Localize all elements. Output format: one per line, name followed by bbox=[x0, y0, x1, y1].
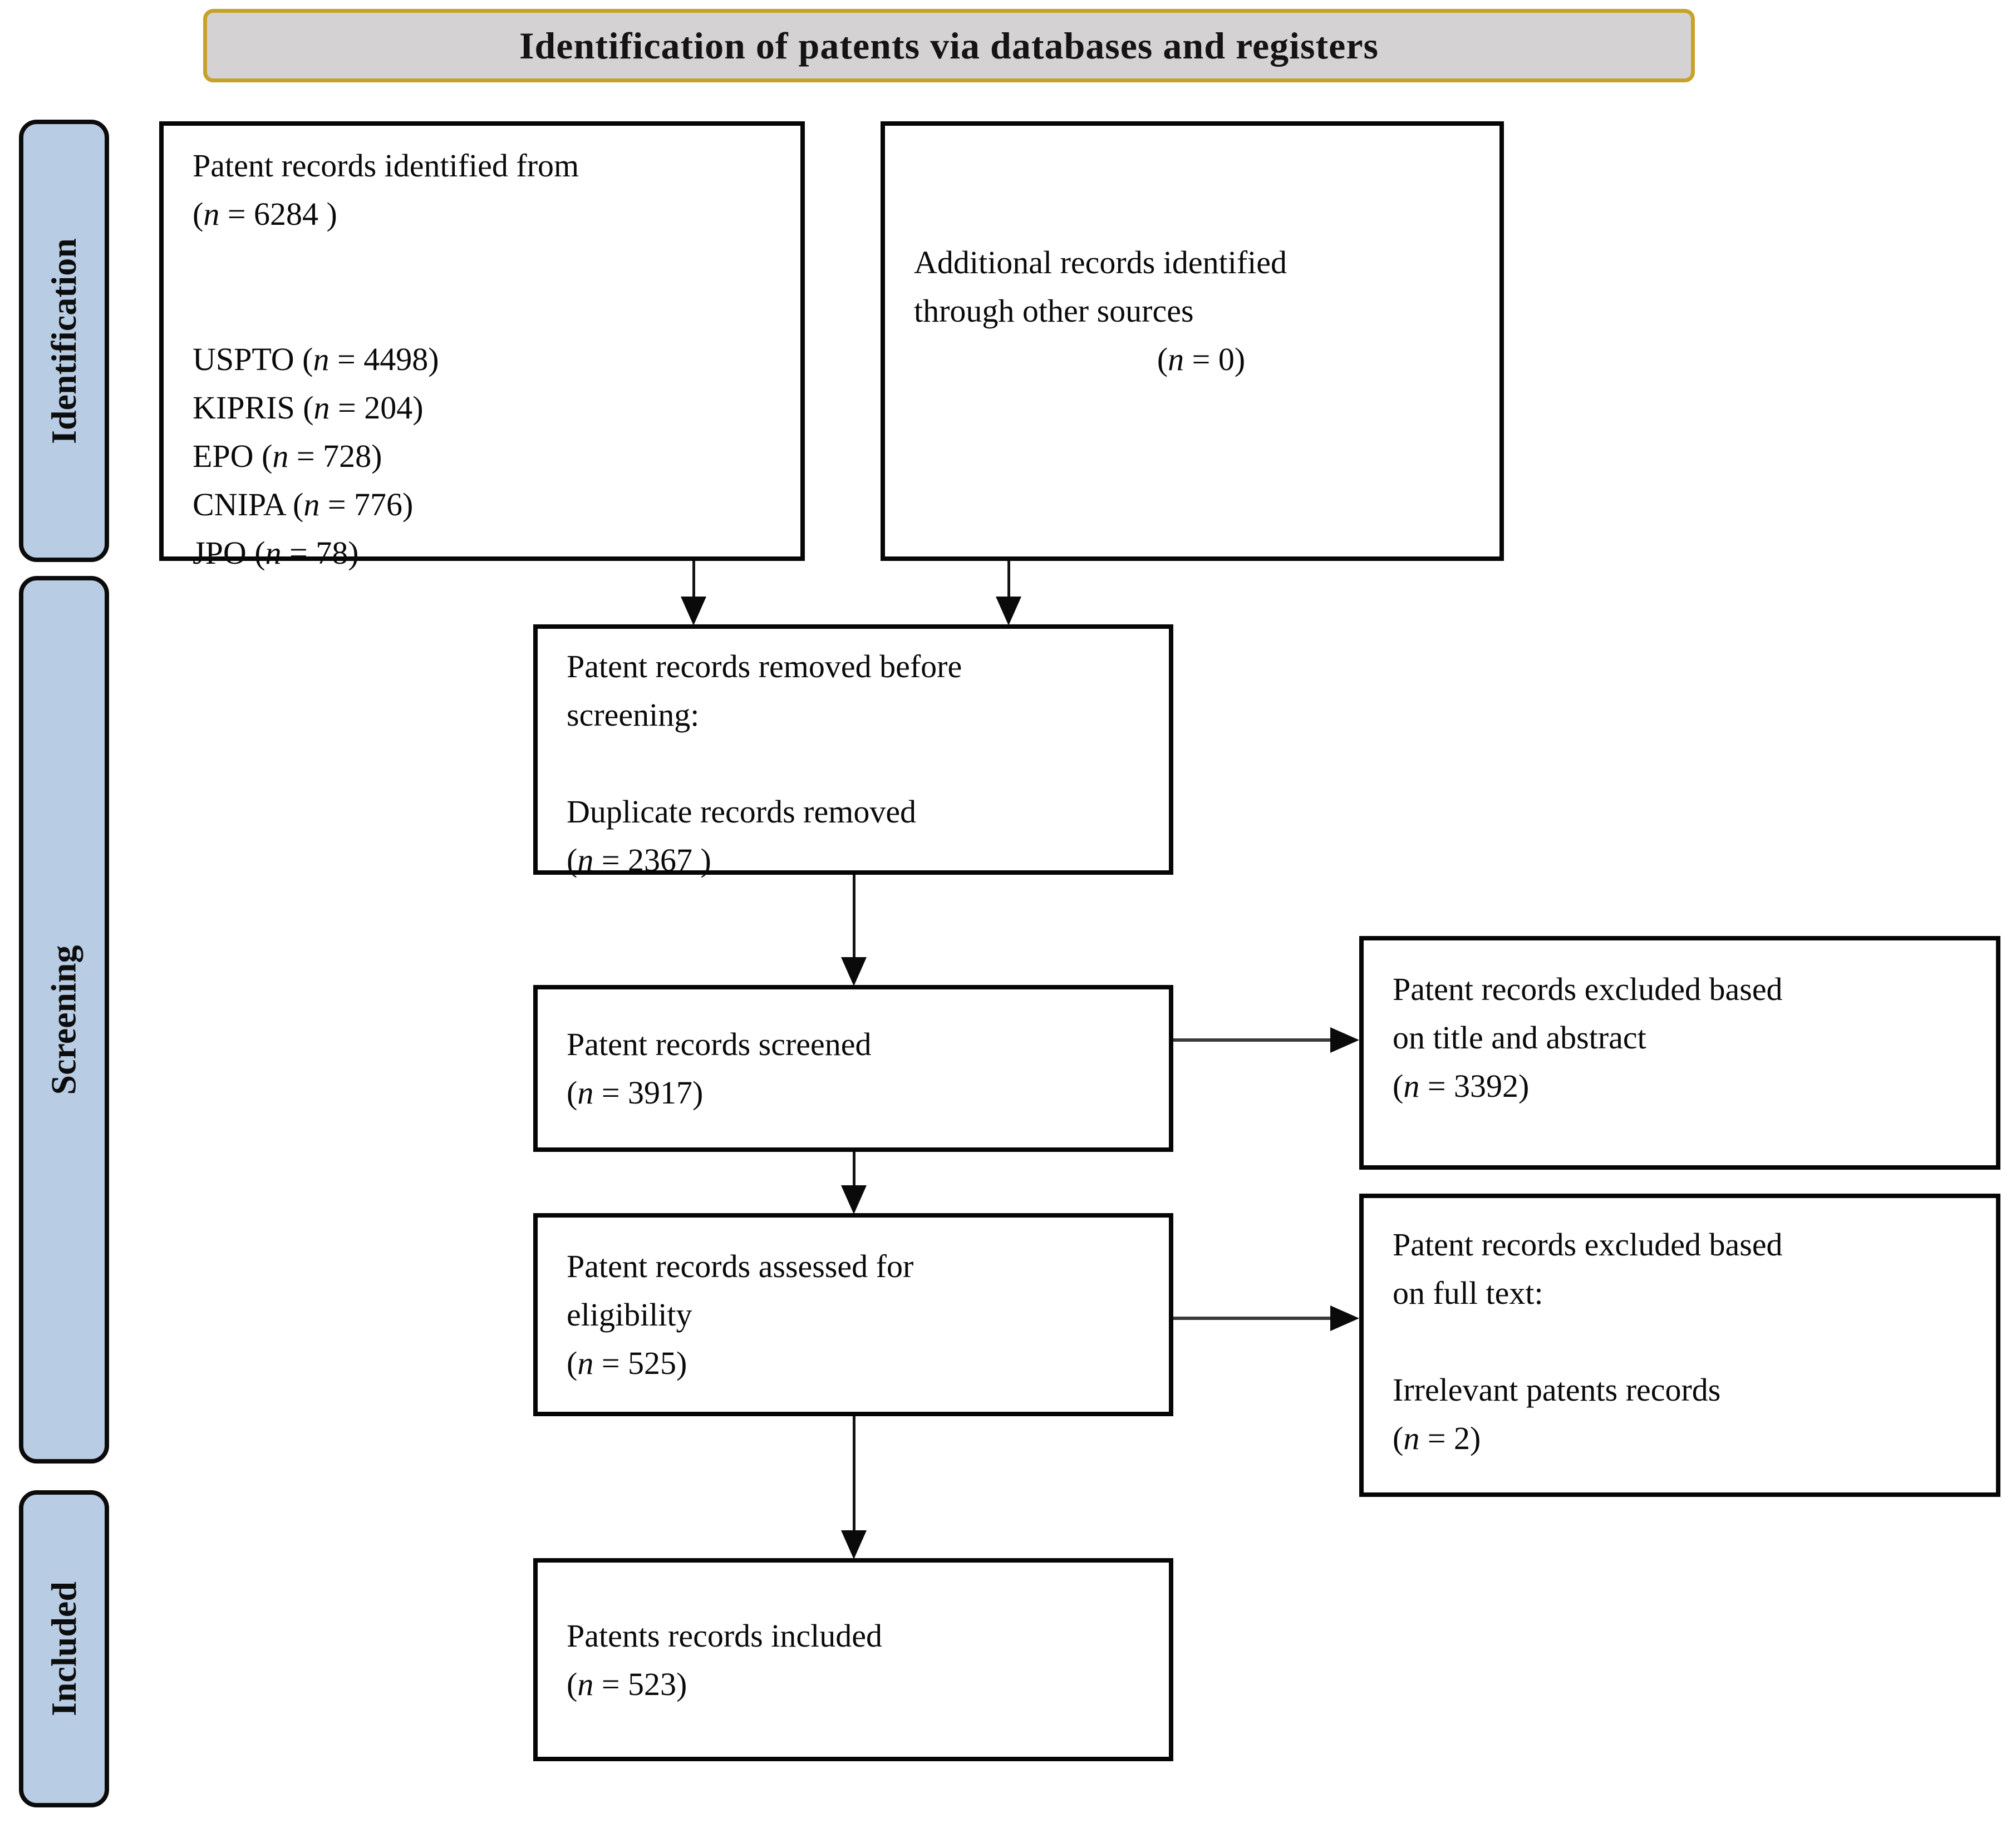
box-text-line: EPO (n = 728) bbox=[193, 438, 382, 474]
box-text-line: eligibility bbox=[567, 1297, 692, 1333]
box-excluded-title-abstract: Patent records excluded based on title an… bbox=[1359, 936, 2000, 1170]
title-banner: Identification of patents via databases … bbox=[203, 9, 1695, 82]
box-text-line: (n = 2367 ) bbox=[567, 842, 711, 878]
box-text-line: Patent records assessed for bbox=[567, 1248, 914, 1284]
stage-label-included-text: Included bbox=[44, 1581, 83, 1716]
arrowhead-down-icon bbox=[996, 597, 1021, 625]
box-additional-records-other-sources: Additional records identified through oth… bbox=[881, 121, 1504, 561]
arrowhead-down-icon bbox=[841, 1185, 867, 1214]
box-text-line: Patent records excluded based bbox=[1393, 1226, 1783, 1263]
arrowhead-right-icon bbox=[1330, 1027, 1359, 1053]
box-text-line: Irrelevant patents records bbox=[1393, 1372, 1721, 1408]
box-text-line: USPTO (n = 4498) bbox=[193, 341, 439, 377]
box-text-line: Additional records identified bbox=[914, 244, 1287, 280]
stage-label-identification-text: Identification bbox=[44, 238, 83, 444]
stage-label-identification: Identification bbox=[19, 120, 109, 562]
box-assessed-for-eligibility: Patent records assessed for eligibility (n… bbox=[533, 1213, 1173, 1416]
box-text-line: (n = 0) bbox=[1157, 341, 1246, 377]
box-text-line: (n = 6284 ) bbox=[193, 196, 337, 232]
box-text-line: Patent records identified from bbox=[193, 147, 579, 184]
arrowhead-down-icon bbox=[681, 597, 706, 625]
arrow-line bbox=[853, 1416, 855, 1530]
arrow-line bbox=[1173, 1317, 1332, 1320]
arrow-line bbox=[853, 875, 855, 958]
arrowhead-right-icon bbox=[1330, 1305, 1359, 1331]
box-text-line bbox=[193, 238, 789, 287]
box-text-line bbox=[193, 287, 789, 335]
box-text-line: on full text: bbox=[1393, 1275, 1543, 1311]
box-text-line: KIPRIS (n = 204) bbox=[193, 390, 424, 426]
box-text-line: through other sources bbox=[914, 292, 1194, 329]
box-text-line: (n = 523) bbox=[567, 1666, 687, 1702]
box-patents-records-included: Patents records included (n = 523) bbox=[533, 1558, 1173, 1761]
arrowhead-down-icon bbox=[841, 957, 867, 986]
arrow-line bbox=[1007, 561, 1010, 600]
box-text-line: (n = 525) bbox=[567, 1345, 687, 1381]
box-patent-records-screened: Patent records screened (n = 3917) bbox=[533, 985, 1173, 1152]
box-text-line: Patent records screened bbox=[567, 1026, 872, 1062]
box-text-line: Patent records removed before bbox=[567, 648, 962, 684]
box-text-line: Patents records included bbox=[567, 1617, 882, 1654]
box-text-line: (n = 2) bbox=[1393, 1420, 1481, 1456]
arrow-line bbox=[853, 1152, 855, 1186]
diagram-title: Identification of patents via databases … bbox=[519, 24, 1379, 67]
stage-label-included: Included bbox=[19, 1490, 109, 1807]
box-text-line bbox=[1393, 1317, 1985, 1366]
box-text-line: CNIPA (n = 776) bbox=[193, 486, 414, 523]
arrow-line bbox=[1173, 1038, 1332, 1042]
box-text-line: JPO (n = 78) bbox=[193, 535, 359, 571]
box-patent-records-identified: Patent records identified from (n = 6284 … bbox=[159, 121, 805, 571]
box-text-line: Duplicate records removed bbox=[567, 794, 917, 830]
box-text-line: on title and abstract bbox=[1393, 1019, 1646, 1056]
box-text-line: Patent records excluded based bbox=[1393, 971, 1783, 1007]
arrow-line bbox=[692, 561, 695, 600]
stage-label-screening-text: Screening bbox=[44, 944, 83, 1095]
box-excluded-full-text: Patent records excluded based on full tex… bbox=[1359, 1194, 2000, 1497]
box-text-line: (n = 3917) bbox=[567, 1075, 704, 1111]
box-text-line bbox=[567, 739, 1158, 787]
arrowhead-down-icon bbox=[841, 1530, 867, 1559]
box-text-line: screening: bbox=[567, 697, 700, 733]
stage-label-screening: Screening bbox=[19, 576, 109, 1464]
box-text-line: (n = 3392) bbox=[1393, 1068, 1530, 1104]
